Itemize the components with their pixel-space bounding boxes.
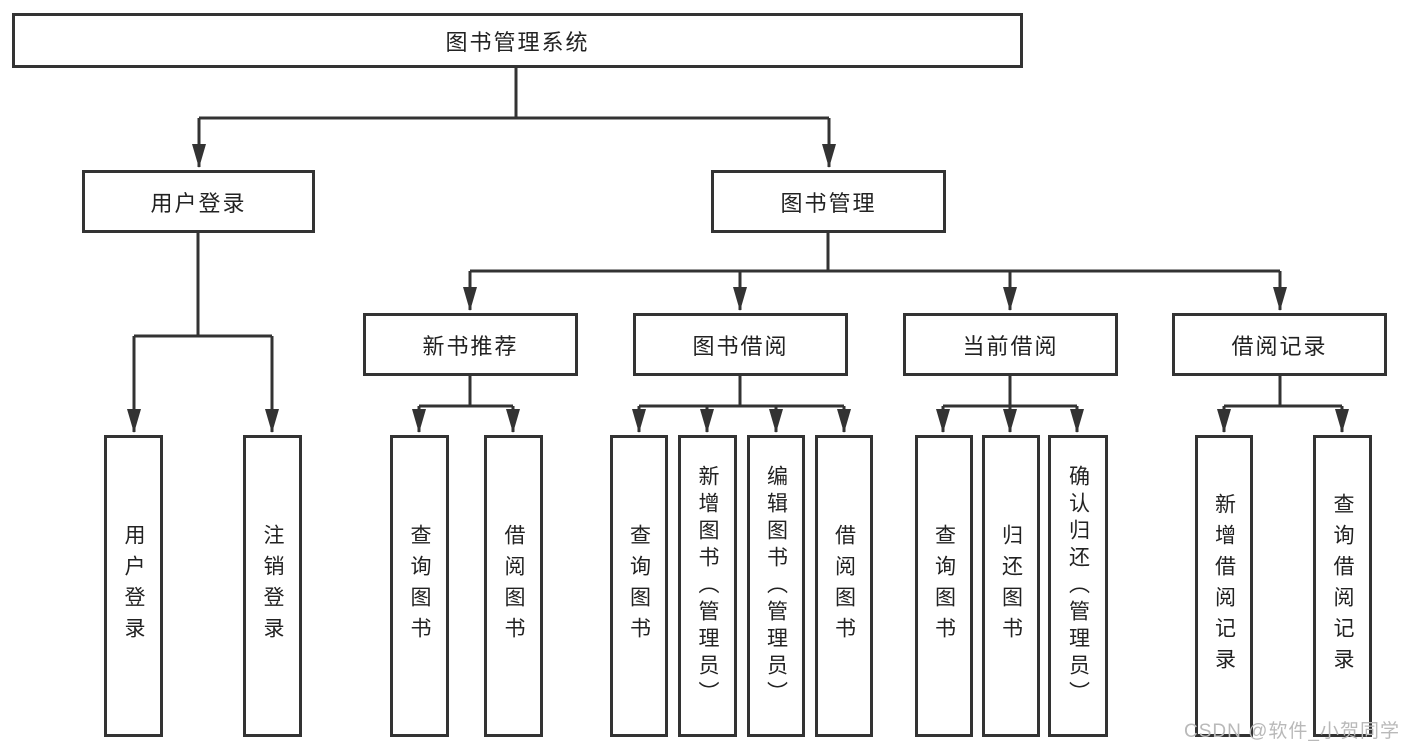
leaf-add-book-admin: 新增图书（管理员）: [678, 435, 737, 737]
leaf-logout: 注销登录: [243, 435, 302, 737]
leaf-edit-book-admin: 编辑图书（管理员）: [747, 435, 805, 737]
leaf-add-borrow-record: 新增借阅记录: [1195, 435, 1253, 737]
node-current-borrow: 当前借阅: [903, 313, 1118, 376]
node-user-login: 用户登录: [82, 170, 315, 233]
leaf-label: 查询图书: [408, 524, 431, 648]
leaf-user-login: 用户登录: [104, 435, 163, 737]
leaf-label: 注销登录: [261, 524, 284, 648]
leaf-confirm-return-admin: 确认归还（管理员）: [1048, 435, 1108, 737]
leaf-label: 新增借阅记录: [1212, 493, 1236, 679]
leaf-label: 借阅图书: [832, 524, 856, 648]
node-label: 图书管理: [780, 190, 877, 216]
leaf-borrow-book-recommend: 借阅图书: [484, 435, 543, 737]
leaf-query-book-recommend: 查询图书: [390, 435, 449, 737]
leaf-label: 新增图书（管理员）: [696, 464, 719, 708]
leaf-label: 用户登录: [122, 524, 145, 648]
node-label: 借阅记录: [1231, 333, 1328, 359]
leaf-label: 借阅图书: [502, 524, 525, 648]
leaf-query-book-current: 查询图书: [915, 435, 973, 737]
leaf-label: 编辑图书（管理员）: [764, 464, 788, 708]
leaf-label: 确认归还（管理员）: [1066, 464, 1090, 708]
node-label: 用户登录: [150, 190, 247, 216]
node-label: 新书推荐: [422, 333, 519, 359]
node-book-management: 图书管理: [711, 170, 946, 233]
node-root: 图书管理系统: [12, 13, 1023, 68]
leaf-label: 查询图书: [932, 524, 956, 648]
node-borrow-records: 借阅记录: [1172, 313, 1387, 376]
csdn-watermark: CSDN @软件_小贺同学: [1184, 721, 1400, 742]
leaf-borrow-book: 借阅图书: [815, 435, 873, 737]
node-new-book-recommend: 新书推荐: [363, 313, 578, 376]
leaf-label: 查询借阅记录: [1331, 493, 1354, 679]
leaf-label: 归还图书: [999, 524, 1023, 648]
node-book-borrow: 图书借阅: [633, 313, 848, 376]
leaf-query-borrow-record: 查询借阅记录: [1313, 435, 1372, 737]
node-label: 当前借阅: [962, 333, 1059, 359]
leaf-label: 查询图书: [627, 524, 651, 648]
node-label: 图书借阅: [692, 333, 789, 359]
leaf-query-book-borrow: 查询图书: [610, 435, 668, 737]
node-label: 图书管理系统: [445, 29, 590, 55]
leaf-return-book: 归还图书: [982, 435, 1040, 737]
